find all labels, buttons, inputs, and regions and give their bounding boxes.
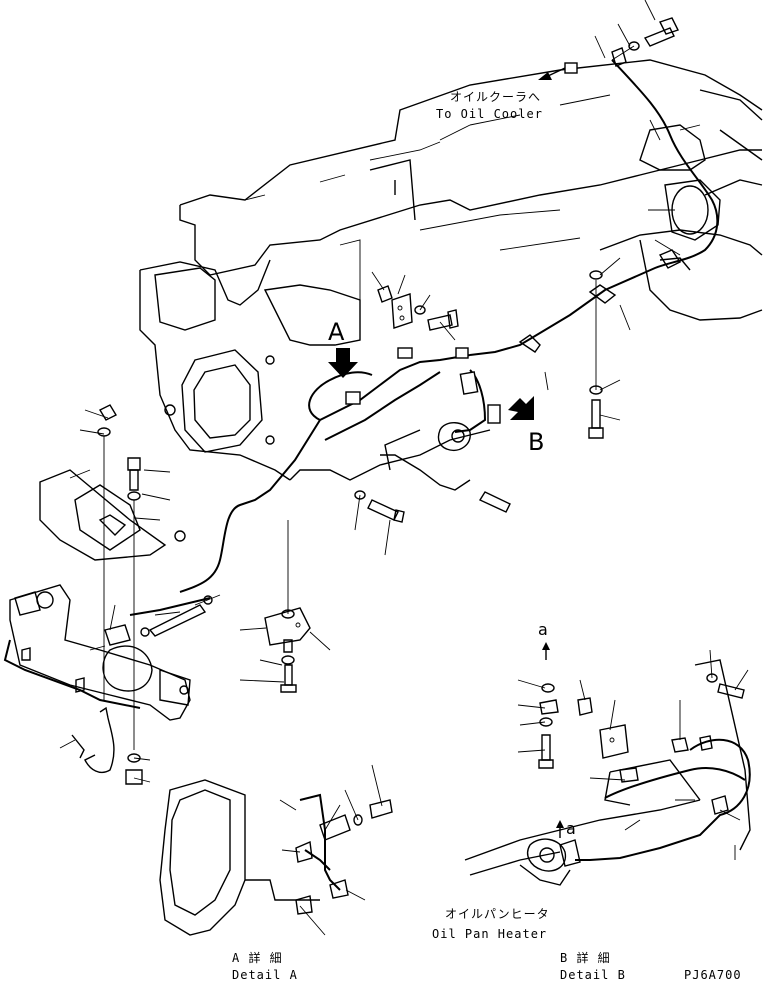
- detail-b-title-jp: B 詳 細: [560, 950, 611, 965]
- oil-cooler-label-jp: オイルクーラへ: [450, 90, 541, 104]
- ref-arrow-lower: [556, 820, 564, 838]
- right-bolt-assembly: [588, 270, 604, 439]
- oil-cooler-label-en: To Oil Cooler: [436, 107, 543, 121]
- detail-a-view: [159, 779, 393, 936]
- arrow-b-label: B: [528, 428, 544, 456]
- arrow-b-indicator: [508, 396, 534, 420]
- ref-arrow-upper: [542, 642, 550, 660]
- top-bolt-assembly: [611, 17, 679, 67]
- arrow-a-indicator: [328, 348, 358, 378]
- to-oil-cooler-arrow: [538, 67, 566, 80]
- mid-bolt-assembly: [354, 285, 511, 523]
- lower-bracket-assembly: [264, 520, 311, 693]
- leader-lines: [59, 0, 749, 936]
- oil-pan-heater-label-en: Oil Pan Heater: [432, 927, 547, 941]
- detail-b-view: [464, 659, 751, 886]
- engine-block: [139, 59, 763, 491]
- ref-label-a-upper: a: [538, 620, 548, 639]
- detail-a-title-en: Detail A: [232, 968, 298, 981]
- main-harness: [129, 59, 719, 616]
- oil-cooler-bracket: [3, 404, 213, 785]
- detail-b-title-en: Detail B: [560, 968, 626, 981]
- ref-label-a-lower: a: [566, 819, 576, 838]
- oil-pan-heater-label-jp: オイルパンヒータ: [445, 907, 550, 921]
- detail-a-title-jp: A 詳 細: [232, 950, 283, 965]
- arrow-a-label: A: [328, 318, 345, 346]
- drawing-number: PJ6A700: [684, 968, 742, 981]
